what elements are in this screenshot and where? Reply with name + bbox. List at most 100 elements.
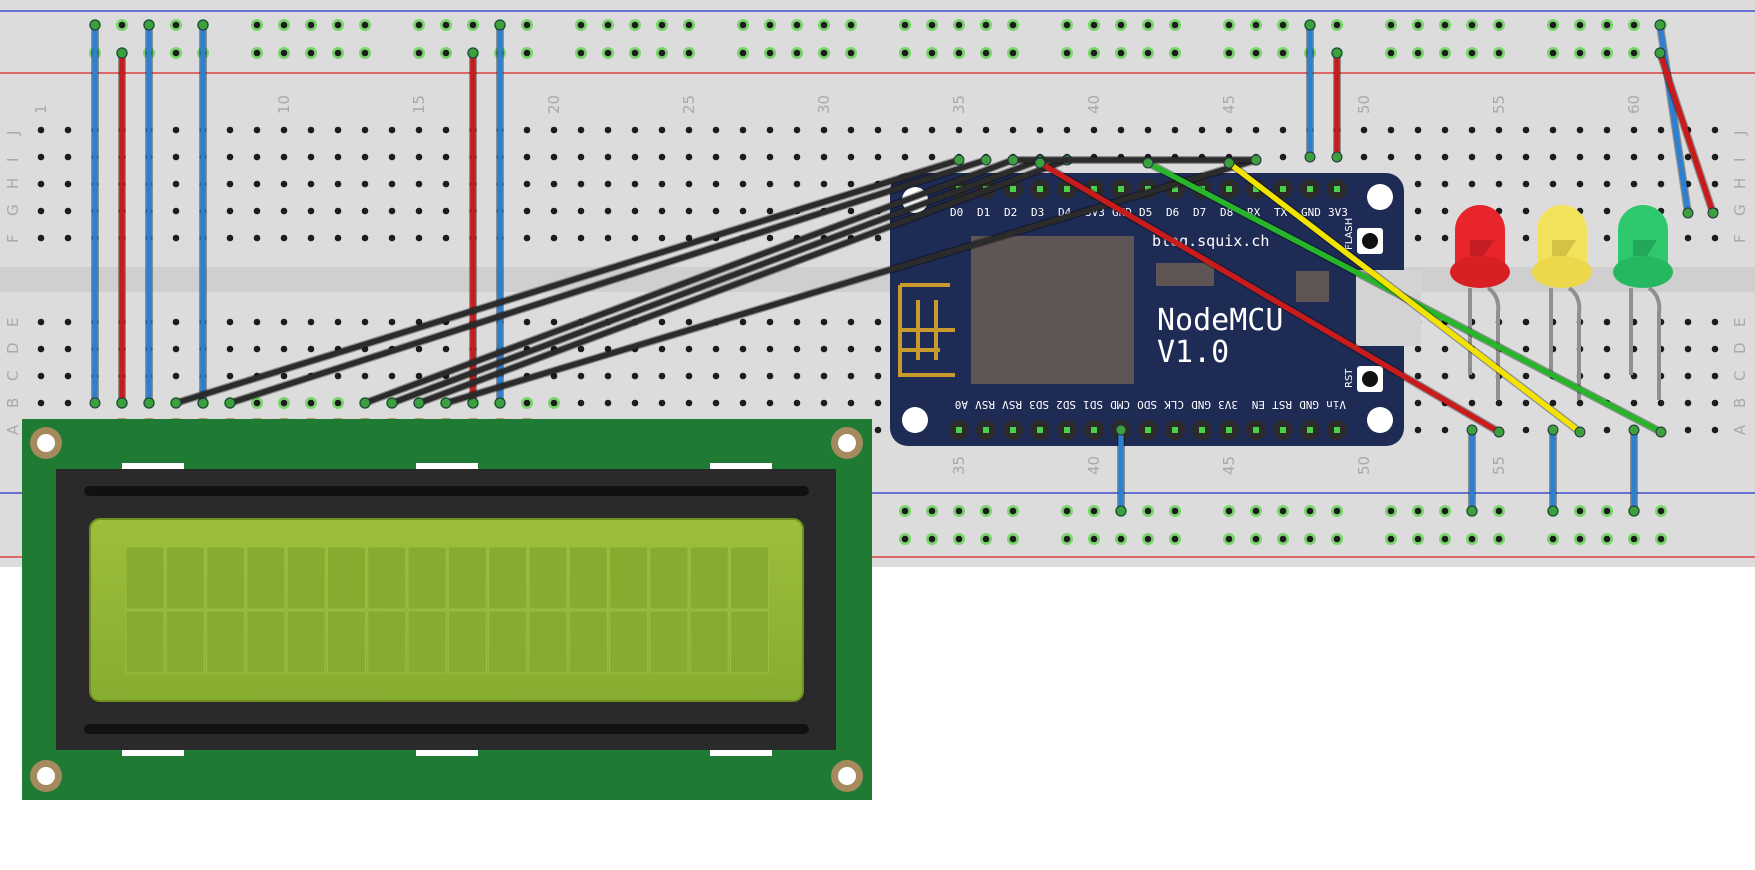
breadboard-hole xyxy=(388,207,396,215)
rail-hole xyxy=(656,19,668,31)
breadboard-hole xyxy=(739,345,747,353)
breadboard-hole xyxy=(1117,126,1125,134)
breadboard-hole xyxy=(415,318,423,326)
breadboard-hole xyxy=(442,345,450,353)
breadboard-hole xyxy=(1468,126,1476,134)
lcd-cell xyxy=(649,610,689,674)
rail-hole xyxy=(1385,19,1397,31)
rail-hole xyxy=(1061,533,1073,545)
pin-label: GND xyxy=(1301,206,1321,219)
pin-label: Vin xyxy=(1326,398,1346,411)
rail-hole xyxy=(845,19,857,31)
rail-hole xyxy=(1115,47,1127,59)
rail-hole xyxy=(1277,19,1289,31)
breadboard-hole xyxy=(521,397,533,409)
breadboard-hole xyxy=(1576,126,1584,134)
lcd-cell xyxy=(730,546,769,610)
breadboard-hole xyxy=(415,234,423,242)
breadboard-hole xyxy=(658,345,666,353)
breadboard-hole xyxy=(1441,426,1449,434)
breadboard-hole xyxy=(631,126,639,134)
red-wire xyxy=(467,47,479,409)
breadboard-hole xyxy=(901,153,909,161)
breadboard-hole xyxy=(1495,153,1503,161)
row-letter: D xyxy=(1731,342,1749,354)
breadboard-hole xyxy=(251,397,263,409)
rail-hole xyxy=(818,47,830,59)
pin-label: SD3 xyxy=(1029,398,1049,411)
breadboard-hole xyxy=(307,153,315,161)
breadboard-hole xyxy=(1576,399,1584,407)
rail-hole xyxy=(440,19,452,31)
breadboard-hole xyxy=(874,426,882,434)
breadboard-hole xyxy=(280,126,288,134)
breadboard-hole xyxy=(253,126,261,134)
breadboard-hole xyxy=(37,126,45,134)
pin-label: RSV xyxy=(1002,398,1022,411)
breadboard-hole xyxy=(307,126,315,134)
blue-wire xyxy=(1466,424,1478,517)
led-legs xyxy=(1468,286,1662,400)
pin-label: GND xyxy=(1299,398,1319,411)
rail-hole xyxy=(413,19,425,31)
rail-hole xyxy=(467,19,479,31)
rail-hole xyxy=(1547,19,1559,31)
breadboard-hole xyxy=(415,207,423,215)
breadboard-hole xyxy=(1603,126,1611,134)
breadboard-hole xyxy=(847,345,855,353)
breadboard-hole xyxy=(307,180,315,188)
lcd-cell xyxy=(246,546,286,610)
column-number: 55 xyxy=(1490,456,1508,475)
breadboard-hole xyxy=(766,207,774,215)
rail-hole xyxy=(1142,47,1154,59)
breadboard-hole xyxy=(1252,126,1260,134)
breadboard-hole xyxy=(1522,180,1530,188)
rail-hole xyxy=(1169,47,1181,59)
rail-hole xyxy=(1304,505,1316,517)
mount-hole xyxy=(902,407,928,433)
lcd-cell xyxy=(286,610,326,674)
breadboard-hole xyxy=(577,207,585,215)
rail-hole xyxy=(1412,47,1424,59)
breadboard-hole xyxy=(631,234,639,242)
breadboard-hole xyxy=(1387,126,1395,134)
breadboard-hole xyxy=(820,399,828,407)
breadboard-hole xyxy=(550,234,558,242)
breadboard-hole xyxy=(37,207,45,215)
breadboard-hole xyxy=(1441,372,1449,380)
header-pin xyxy=(1057,420,1077,440)
breadboard-hole xyxy=(523,153,531,161)
rail-hole xyxy=(791,19,803,31)
breadboard-hole xyxy=(739,180,747,188)
red-wire xyxy=(1654,47,1719,219)
breadboard-hole xyxy=(739,153,747,161)
lcd-mount-holes xyxy=(30,427,863,792)
breadboard-hole xyxy=(388,153,396,161)
breadboard-hole xyxy=(37,153,45,161)
breadboard-hole xyxy=(685,207,693,215)
breadboard-hole xyxy=(766,126,774,134)
rail-hole xyxy=(926,533,938,545)
pin-label: 3V3 xyxy=(1328,206,1348,219)
rail-hole xyxy=(170,47,182,59)
breadboard-hole xyxy=(1522,345,1530,353)
breadboard-hole xyxy=(577,372,585,380)
header-pin xyxy=(1030,420,1050,440)
pin-label: D5 xyxy=(1139,206,1152,219)
rail-hole xyxy=(1439,505,1451,517)
pin-label: D6 xyxy=(1166,206,1179,219)
lcd-screen xyxy=(89,518,804,702)
lcd-cell xyxy=(488,546,528,610)
rail-hole xyxy=(332,47,344,59)
breadboard-hole xyxy=(658,126,666,134)
rail-hole xyxy=(440,47,452,59)
pin-label: D7 xyxy=(1193,206,1206,219)
breadboard-hole xyxy=(1522,318,1530,326)
rail-hole xyxy=(1142,19,1154,31)
pin-label: CMD xyxy=(1110,398,1130,411)
rail-hole xyxy=(1466,19,1478,31)
rail-hole xyxy=(1493,533,1505,545)
breadboard-hole xyxy=(1711,153,1719,161)
rail-hole xyxy=(1628,533,1640,545)
breadboard-hole xyxy=(766,180,774,188)
